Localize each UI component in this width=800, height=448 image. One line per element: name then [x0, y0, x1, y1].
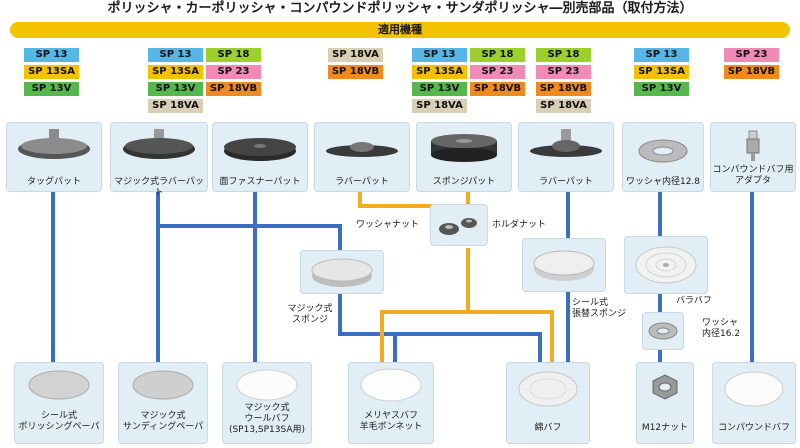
part-card-rubber-pad: ラバーパット: [314, 122, 410, 192]
part-card-bara-buff: [624, 236, 708, 294]
model-badge: SP 13: [412, 48, 467, 62]
model-badge: SP 18VA: [328, 48, 383, 62]
applicable-models-bar: 適用機種: [10, 22, 790, 38]
part-label: タッグパット: [26, 177, 81, 187]
washer-162-label: ワッシャ 内径16.2: [702, 318, 741, 339]
model-badge: SP 23: [470, 65, 525, 79]
part-label: スポンジパット: [432, 177, 496, 187]
holder-nut-label: ホルダナット: [492, 220, 547, 230]
model-badge: SP 13SA: [148, 65, 203, 79]
part-label: シール式 ポリッシングペーパ: [18, 411, 100, 432]
line-holder-down: [380, 248, 470, 362]
model-badge: SP 18VB: [206, 82, 261, 96]
nuts-image: [439, 218, 477, 235]
washer-nut-label: ワッシャナット: [356, 220, 420, 230]
model-badge: SP 13: [148, 48, 203, 62]
model-badge: SP 13SA: [412, 65, 467, 79]
part-card-cotton-buff: 綿バフ: [506, 362, 590, 444]
part-label: M12ナット: [641, 423, 689, 433]
part-card-magic-sponge: [300, 250, 384, 294]
part-card-tag-pad: タッグパット: [6, 122, 102, 192]
model-badge: SP 18VA: [412, 99, 467, 113]
sponge-pad-image: [431, 134, 497, 162]
fastener-pad-image: [224, 138, 296, 161]
model-badge: SP 18: [536, 48, 591, 62]
part-label: マジック式 ウールバフ (SP13,SP13SA用): [228, 403, 306, 435]
magic-sanding-paper-image: [132, 370, 194, 400]
part-card-magic-sanding-paper: マジック式 サンディングペーパ: [118, 362, 208, 444]
part-card-compound-buff: コンパウンドバフ: [712, 362, 796, 444]
model-badge: SP 18VB: [328, 65, 383, 79]
model-badge: SP 18VA: [536, 99, 591, 113]
model-badge: SP 13V: [148, 82, 203, 96]
part-label: コンパウンドバフ用 アダプタ: [712, 165, 794, 186]
part-card-magic-rubber-pad: マジック式ラバーパット: [110, 122, 208, 198]
model-badge: SP 13V: [412, 82, 467, 96]
compound-adapter-image: [746, 130, 760, 161]
part-card-seal-sponge: [522, 238, 606, 292]
line-magic-sponge-to-buff: [338, 290, 397, 362]
washer-128-image: [638, 139, 688, 163]
part-label: コンパウンドバフ: [717, 423, 790, 433]
part-card-washer-128: ワッシャ内径12.8: [622, 122, 704, 192]
model-badge: SP 18VB: [470, 82, 525, 96]
part-card-knit-buff: メリヤスバフ 羊毛ボンネット: [348, 362, 434, 444]
part-card-magic-wool-buff: マジック式 ウールバフ (SP13,SP13SA用): [222, 362, 312, 444]
model-badge: SP 18VB: [724, 65, 779, 79]
part-label: 綿バフ: [534, 423, 562, 433]
model-badge: SP 13V: [634, 82, 689, 96]
magic-sponge-label: マジック式 スポンジ: [287, 304, 333, 325]
part-label: マジック式 サンディングペーパ: [122, 411, 204, 432]
line-magic-sponge-to-cotton: [395, 332, 542, 362]
part-label: ワッシャ内径12.8: [625, 177, 701, 187]
tag-pad-image: [18, 129, 90, 159]
model-badge: SP 23: [206, 65, 261, 79]
bara-buff-label: バラバフ: [676, 296, 712, 306]
seal-paper-image: [28, 370, 90, 400]
model-badge: SP 18: [470, 48, 525, 62]
seal-sponge-label: シール式 張替スポンジ: [572, 298, 627, 319]
m12-nut-image: [652, 374, 678, 400]
rubber-pad-image: [326, 142, 398, 157]
cotton-buff-image: [518, 371, 578, 407]
magic-rubber-pad-image: [123, 129, 195, 159]
part-card-nuts: [430, 204, 488, 246]
line-holder-to-cotton: [468, 310, 554, 362]
part-label: マジック式ラバーパット: [114, 177, 204, 198]
rubber-pad-2-image: [530, 129, 602, 157]
part-card-sponge-pad: スポンジパット: [416, 122, 512, 192]
part-label: メリヤスバフ 羊毛ボンネット: [359, 411, 423, 432]
bara-buff-image: [635, 246, 697, 284]
model-badge: SP 23: [724, 48, 779, 62]
part-label: ラバーパット: [335, 177, 389, 187]
compound-buff-image: [724, 371, 784, 407]
part-card-compound-adapter: コンパウンドバフ用 アダプタ: [710, 122, 796, 192]
model-badge: SP 13: [24, 48, 79, 62]
magic-sponge-image: [311, 258, 373, 287]
part-card-m12-nut: M12ナット: [636, 362, 694, 444]
washer-162-image: [648, 322, 678, 340]
model-badge: SP 13V: [24, 82, 79, 96]
part-label: ラバーパット: [539, 177, 593, 187]
magic-wool-buff-image: [236, 369, 298, 401]
model-badge: SP 13SA: [634, 65, 689, 79]
model-badge: SP 18: [206, 48, 261, 62]
model-badge: SP 13: [634, 48, 689, 62]
knit-buff-image: [360, 368, 422, 402]
part-label: 面ファスナーパット: [219, 177, 301, 187]
part-card-seal-paper: シール式 ポリッシングペーパ: [14, 362, 104, 444]
model-badge: SP 23: [536, 65, 591, 79]
model-badge: SP 18VA: [148, 99, 203, 113]
part-card-rubber-pad-2: ラバーパット: [518, 122, 614, 192]
part-card-washer-162: [642, 312, 684, 350]
page-title: ポリッシャ・カーポリッシャ・コンパウンドポリッシャ・サンダポリッシャ―別売部品（…: [107, 1, 693, 16]
line-magic-to-magic-sponge: [158, 224, 342, 250]
model-badge: SP 18VB: [536, 82, 591, 96]
part-card-fastener-pad: 面ファスナーパット: [212, 122, 308, 192]
seal-sponge-image: [533, 250, 595, 281]
model-badge: SP 13SA: [24, 65, 79, 79]
